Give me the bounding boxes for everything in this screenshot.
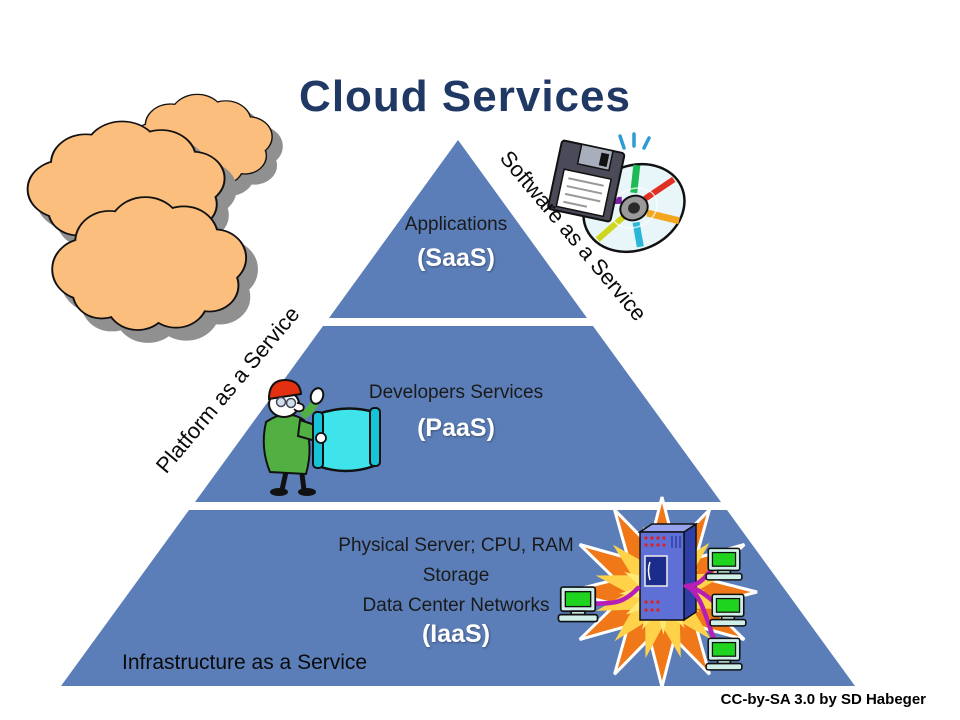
infrastructure-as-a-service-label: Infrastructure as a Service	[122, 651, 368, 674]
license-credit: CC-by-SA 3.0 by SD Habeger	[720, 691, 926, 708]
page-title: Cloud Services	[299, 72, 631, 121]
desktop-pc-icon	[705, 637, 743, 671]
iaas-acronym: (IaaS)	[421, 620, 491, 648]
sparkle-icon	[618, 132, 651, 150]
server-tower-icon	[637, 522, 699, 622]
saas-acronym: (SaaS)	[417, 244, 495, 272]
floppy-disk-cd-icon	[547, 132, 686, 254]
iaas-tier-label-2: Storage	[422, 565, 490, 586]
paas-acronym: (PaaS)	[417, 414, 495, 442]
cloud-cluster-icon	[26, 93, 283, 341]
tier-saas-shape	[329, 140, 587, 318]
iaas-tier-label-3: Data Center Networks	[362, 595, 550, 616]
desktop-pc-icon	[705, 547, 743, 581]
paas-tier-label: Developers Services	[368, 382, 544, 403]
server-network-burst-icon	[557, 495, 759, 689]
builder-blueprint-icon	[262, 378, 381, 496]
desktop-pc-icon	[709, 593, 747, 627]
desktop-pc-icon	[557, 586, 599, 623]
iaas-tier-label-1: Physical Server; CPU, RAM	[338, 535, 574, 556]
saas-tier-label: Applications	[404, 214, 508, 235]
